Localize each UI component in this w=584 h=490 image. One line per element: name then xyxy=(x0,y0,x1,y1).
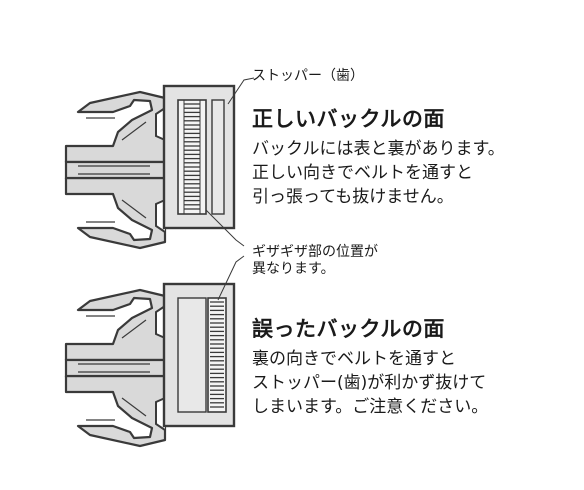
callout-stopper-label: ストッパー（歯） xyxy=(252,68,364,84)
correct-buckle-female xyxy=(162,84,236,230)
correct-line-3: 引っ張っても抜けません。 xyxy=(252,187,454,207)
correct-buckle-male xyxy=(64,90,168,250)
callout-serration-line-1: ギザギザ部の位置が xyxy=(252,244,378,260)
correct-title: 正しいバックルの面 xyxy=(252,107,445,131)
wrong-buckle-female xyxy=(162,282,236,428)
callout-line-serration-2 xyxy=(217,255,245,301)
correct-line-2: 正しい向きでベルトを通すと xyxy=(252,163,473,183)
correct-line-1: バックルには表と裏があります。 xyxy=(252,139,505,159)
wrong-line-3: しまいます。ご注意ください。 xyxy=(252,397,489,417)
callout-serration-line-2: 異なります。 xyxy=(252,261,335,277)
callout-line-serration-1 xyxy=(205,209,245,247)
wrong-line-2: ストッパー(歯)が利かず抜けて xyxy=(252,373,487,393)
stopper-teeth xyxy=(184,103,200,210)
wrong-buckle-male xyxy=(64,288,168,448)
wrong-title: 誤ったバックルの面 xyxy=(252,317,445,341)
wrong-line-1: 裏の向きでベルトを通すと xyxy=(252,349,456,369)
callout-line-stopper xyxy=(227,77,255,105)
stopper-teeth-reversed xyxy=(210,301,224,408)
